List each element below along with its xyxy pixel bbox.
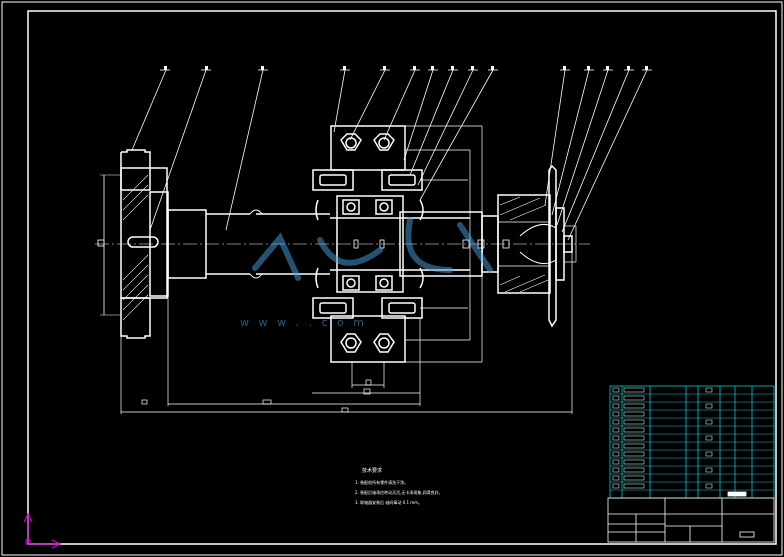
watermark-text: w w w . . c o m (240, 316, 367, 329)
parts-list-cell-mark (623, 483, 645, 489)
right-coupling (399, 164, 577, 328)
ucs-axis-icon (23, 512, 62, 549)
balloon-numbers (164, 66, 648, 70)
parts-list-cell-mark (612, 427, 620, 433)
note-line-3: 3. 联轴器安装后 轴向窜动 0.1 mm。 (355, 499, 422, 505)
parts-list-cell-mark (612, 419, 620, 425)
parts-list-cell-mark (612, 451, 620, 457)
parts-list-cell-mark (612, 475, 620, 481)
parts-list-cell-mark (623, 459, 645, 465)
note-line-1: 1. 装配前所有零件清洗干净。 (355, 479, 408, 485)
parts-list-cell-mark (612, 395, 620, 401)
parts-list-cell-mark (623, 403, 645, 409)
parts-list-cell-mark (623, 395, 645, 401)
parts-list-cell-mark (623, 451, 645, 457)
parts-list-cell-mark (705, 483, 713, 489)
parts-list-cell-mark (623, 467, 645, 473)
parts-list-cell-mark (705, 403, 713, 409)
notes-title: 技术要求 (362, 467, 382, 474)
parts-list-cell-mark (612, 459, 620, 465)
parts-list-cell-mark (705, 435, 713, 441)
parts-list-cell-mark (623, 435, 645, 441)
parts-list-cell-mark (612, 435, 620, 441)
parts-list-cell-mark (705, 467, 713, 473)
parts-list-cell-mark (612, 483, 620, 489)
parts-list-cell-mark (612, 403, 620, 409)
parts-list-cell-mark (612, 387, 620, 393)
dimensions (120, 252, 573, 414)
parts-list-cell-mark (623, 443, 645, 449)
parts-list-cell-mark (612, 443, 620, 449)
parts-list-cell-mark (623, 411, 645, 417)
inner-frame (27, 10, 777, 545)
parts-list-cell-mark (623, 475, 645, 481)
parts-list-cell-mark (705, 387, 713, 393)
parts-list-cell-mark (623, 419, 645, 425)
parts-list-cell-mark (612, 467, 620, 473)
parts-list-rows (610, 387, 774, 491)
parts-list-cell-mark (705, 419, 713, 425)
parts-list-cell-mark (705, 451, 713, 457)
parts-list-cell-mark (623, 387, 645, 393)
shaft (95, 209, 590, 279)
watermark (252, 217, 493, 281)
note-line-2: 2. 装配后轴承应转动灵活,无卡滞现象,润滑良好。 (355, 489, 443, 495)
bearing-housing (312, 125, 485, 395)
parts-list-cell-mark (623, 427, 645, 433)
title-block (607, 491, 775, 543)
parts-list-cell-mark (612, 411, 620, 417)
